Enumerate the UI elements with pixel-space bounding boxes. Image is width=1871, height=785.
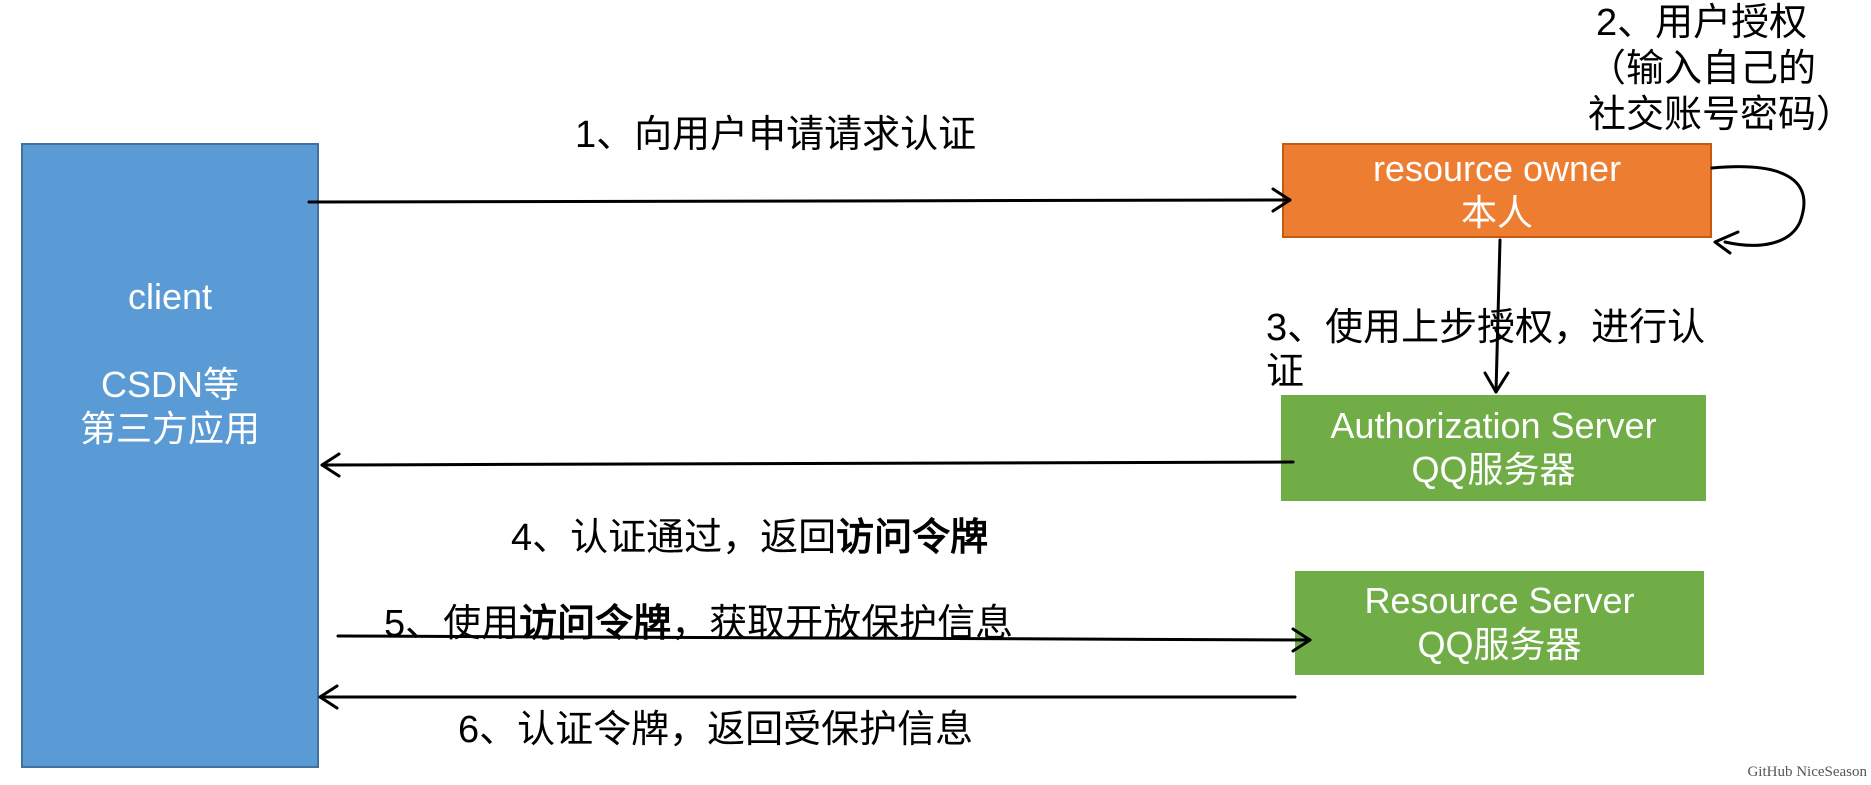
arrow-step5-head <box>1291 627 1312 653</box>
client-label: client <box>127 276 213 317</box>
resource-server-box: Resource Server QQ服务器 <box>1295 571 1704 675</box>
step2-line2: （输入自己的 <box>1588 48 1817 90</box>
client-box: client CSDN等 第三方应用 <box>21 143 319 768</box>
authorization-server-desc: QQ服务器 <box>1411 449 1576 490</box>
arrow-step3 <box>1494 238 1502 394</box>
arrow-step2-loop <box>1710 165 1806 247</box>
client-desc: 第三方应用 <box>79 408 260 449</box>
client-name: CSDN等 <box>100 364 239 405</box>
step2-line1: 2、用户授权 <box>1596 2 1808 44</box>
arrow-step3-head <box>1483 371 1510 394</box>
step4-text: 4、认证通过，返回 <box>511 517 837 559</box>
resource-owner-box: resource owner 本人 <box>1282 143 1712 238</box>
step5-text-pre: 5、使用 <box>384 603 520 645</box>
step3-label: 3、使用上步授权，进行认证 <box>1266 307 1706 393</box>
authorization-server-box: Authorization Server QQ服务器 <box>1281 395 1706 501</box>
arrow-step4-head <box>320 452 341 478</box>
step2-line3: 社交账号密码） <box>1588 94 1855 136</box>
step2-label: 2、用户授权 （输入自己的 社交账号密码） <box>1588 0 1854 138</box>
arrow-step1-head <box>1271 187 1292 213</box>
watermark: GitHub NiceSeason <box>1747 764 1867 780</box>
arrow-step1 <box>307 198 1292 204</box>
resource-owner-label: resource owner <box>1372 147 1622 189</box>
step4-token: 访问令牌 <box>836 517 989 559</box>
step6-label: 6、认证令牌，返回受保护信息 <box>458 709 974 751</box>
step4-label: 4、认证通过，返回访问令牌 <box>511 516 988 560</box>
step1-label: 1、向用户申请请求认证 <box>575 114 977 156</box>
step5-label: 5、使用访问令牌，获取开放保护信息 <box>384 602 1013 646</box>
arrow-step4 <box>320 460 1295 467</box>
step5-token: 访问令牌 <box>519 603 672 645</box>
arrow-step6-head <box>318 684 339 710</box>
resource-server-label: Resource Server <box>1364 580 1635 621</box>
resource-server-desc: QQ服务器 <box>1417 624 1582 665</box>
arrow-step2-head <box>1713 230 1740 255</box>
step5-text-post: ，获取开放保护信息 <box>671 603 1014 645</box>
arrow-step5 <box>336 634 1312 642</box>
resource-owner-desc: 本人 <box>1460 191 1533 233</box>
authorization-server-label: Authorization Server <box>1330 405 1657 446</box>
